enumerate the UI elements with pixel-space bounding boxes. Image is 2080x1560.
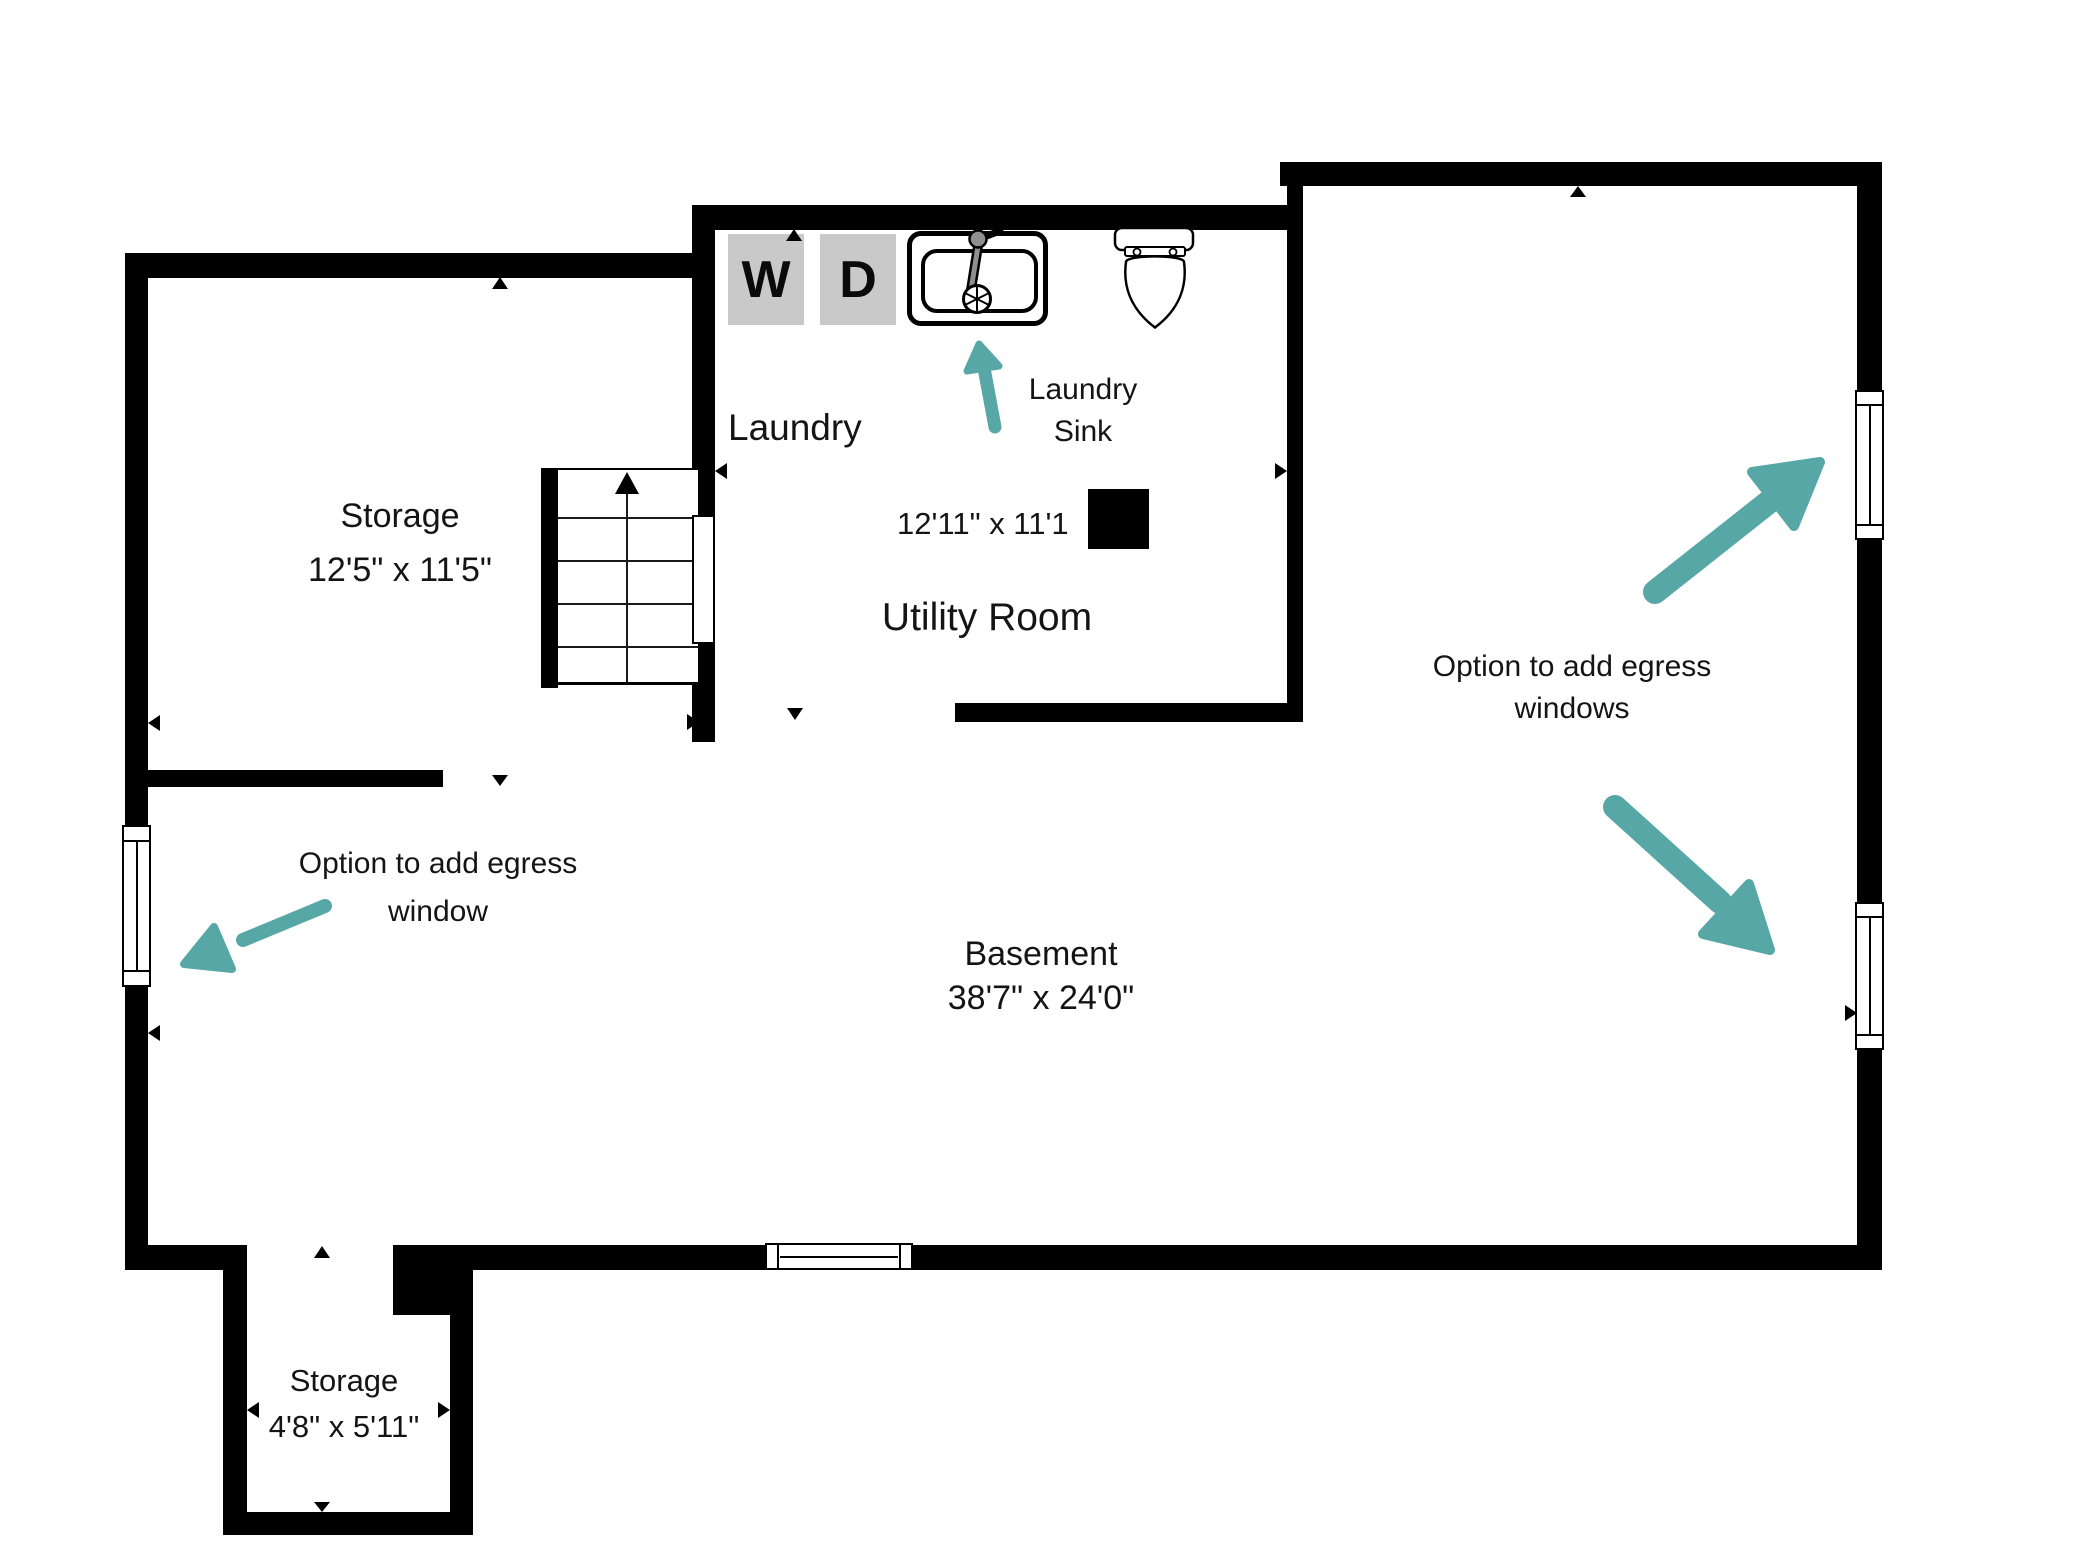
- toilet-fixture: [1113, 226, 1195, 330]
- wall-right-b: [1857, 540, 1882, 902]
- arrow-egress-right-upper-icon: [1643, 457, 1825, 604]
- room-name: Basement: [964, 935, 1118, 973]
- wall-stairs-left: [541, 468, 558, 688]
- wall-bottom-block: [393, 1245, 473, 1315]
- room-label-storage-lower: Storage 4'8" x 5'11": [269, 1358, 419, 1450]
- room-label-laundry: Laundry: [728, 407, 862, 449]
- marker-down-utility-opening: [787, 708, 803, 720]
- arrow-egress-right-lower-icon: [1603, 795, 1775, 955]
- wall-left-upper: [125, 253, 148, 825]
- wall-right-a: [1857, 162, 1882, 390]
- support-post: [1088, 489, 1149, 549]
- wall-bottom-c: [913, 1245, 1882, 1270]
- arrow-to-sink-icon: [963, 340, 1003, 434]
- wall-storage2-right: [450, 1315, 473, 1535]
- marker-up-storage2-opening: [314, 1246, 330, 1258]
- room-name: Storage: [289, 1363, 399, 1398]
- washer-unit: W: [728, 234, 804, 325]
- callout-egress-right: Option to add egress windows: [1432, 650, 1712, 725]
- room-dims: 38'7" x 24'0": [947, 979, 1135, 1017]
- room-dims: 4'8" x 5'11": [268, 1409, 420, 1444]
- laundry-sink-basin: [921, 249, 1038, 313]
- washer-label: W: [741, 250, 791, 309]
- wall-utility-bottom: [955, 703, 1303, 722]
- marker-left-storage2: [247, 1402, 259, 1418]
- wall-storage1-bottom: [147, 770, 443, 787]
- wall-utility-right: [1287, 162, 1303, 722]
- egress-window-right-upper: [1855, 390, 1884, 540]
- staircase: [558, 468, 698, 685]
- stairs-door-opening: [692, 515, 715, 644]
- marker-up-storage-top: [492, 277, 508, 289]
- room-name: Laundry: [728, 407, 862, 448]
- wall-storage2-left: [223, 1245, 247, 1535]
- wall-right-c: [1857, 1050, 1882, 1270]
- marker-left-stairs-top: [715, 463, 727, 479]
- stairs-up-arrow-icon: [615, 472, 639, 494]
- marker-right-utility-wall: [1275, 463, 1287, 479]
- marker-up-rightroom-top: [1570, 186, 1586, 197]
- laundry-sink-fixture: [907, 231, 1048, 326]
- wall-rightroom-top: [1280, 162, 1882, 186]
- room-label-storage-upper: Storage 12'5" x 11'5": [308, 489, 492, 597]
- room-dims-utility: 12'11" x 11'1: [897, 506, 1069, 541]
- marker-down-storage1-door: [492, 775, 508, 786]
- marker-left-leftwall-lower: [148, 1025, 160, 1041]
- egress-window-right-lower: [1855, 902, 1884, 1050]
- wall-storage2-bottom: [223, 1512, 473, 1535]
- callout-laundry-sink: Laundry Sink: [1028, 373, 1138, 448]
- wall-laundry-left-upper: [692, 205, 715, 515]
- callout-egress-left: Option to add egress window: [298, 847, 578, 928]
- room-label-basement: Basement 38'7" x 24'0": [948, 932, 1134, 1020]
- room-name: Storage: [340, 497, 460, 535]
- wall-laundry-top: [692, 205, 1303, 230]
- marker-down-storage2-bottom: [314, 1502, 330, 1512]
- dryer-label: D: [839, 250, 877, 309]
- room-dims: 12'5" x 11'5": [308, 551, 492, 589]
- stairs-direction-line: [626, 488, 628, 682]
- wall-left-lower: [125, 987, 148, 1270]
- marker-right-storage2: [438, 1402, 450, 1418]
- wall-storage-top: [125, 253, 714, 278]
- window-bottom: [765, 1243, 913, 1270]
- dryer-unit: D: [820, 234, 896, 325]
- egress-window-left: [122, 825, 151, 987]
- room-label-utility: Utility Room: [881, 596, 1093, 639]
- marker-left-leftwall-upper: [148, 715, 160, 731]
